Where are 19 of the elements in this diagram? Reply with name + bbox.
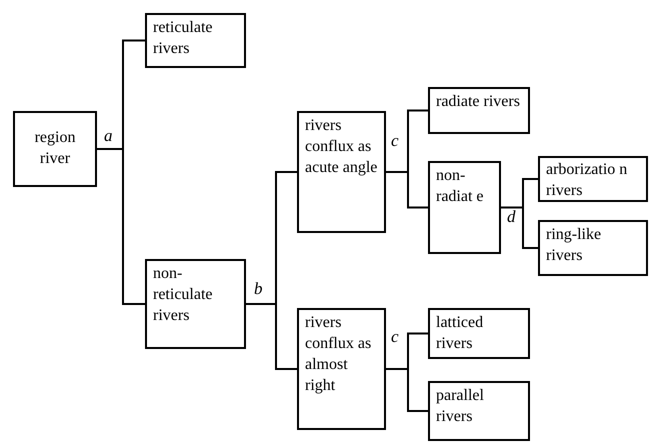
connector-line [97, 148, 145, 305]
category-box: radiate rivers [428, 87, 530, 134]
branch-label: a [104, 127, 112, 145]
connector-line [386, 368, 428, 412]
category-box: latticed rivers [428, 308, 530, 359]
connector-line [246, 303, 297, 370]
branch-label: b [254, 280, 262, 298]
category-box: rivers conflux as acute angle [297, 111, 386, 233]
category-box: reticulate rivers [145, 13, 246, 68]
branch-label: d [507, 208, 516, 226]
category-box: region river [13, 111, 97, 187]
category-box: parallel rivers [428, 381, 530, 441]
category-box: arborizatio n rivers [538, 156, 648, 202]
category-box: non- reticulate rivers [145, 259, 246, 349]
branch-label: c [391, 328, 399, 346]
category-box: non- radiat e [428, 161, 501, 254]
category-box: ring-like rivers [538, 220, 648, 276]
category-box: rivers conflux as almost right [297, 308, 386, 430]
branch-label: c [391, 132, 399, 150]
